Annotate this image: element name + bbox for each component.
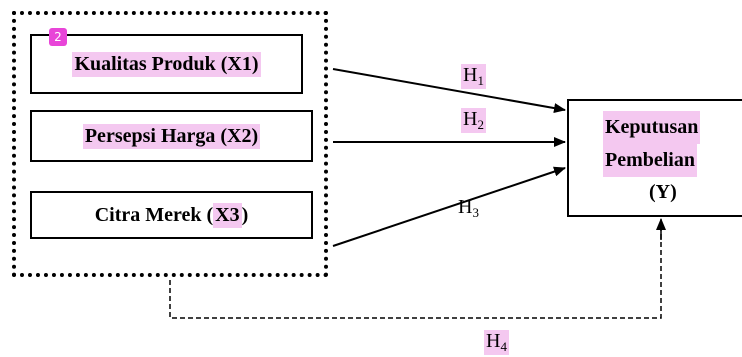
hypothesis-label-h2: H2 [461,108,486,133]
hypothesis-h3-base: H [458,196,473,218]
independent-variables-group [12,11,328,277]
hypothesis-h4-base: H [486,330,501,352]
hypothesis-label-h3: H3 [458,196,479,221]
variable-label-x3-prefix: Citra Merek ( [94,203,214,226]
hypothesis-h2-base: H [463,108,478,130]
arrow-h3 [332,166,566,247]
variable-box-x3: Citra Merek (X3) [30,191,313,239]
hypothesis-h4-sub: 4 [500,339,507,354]
hypothesis-h1-sub: 1 [477,73,484,88]
dependent-variable-box: Keputusan Pembelian (Y) [567,99,742,217]
variable-label-x3-suffix: ) [241,203,249,226]
variable-box-x2: Persepsi Harga (X2) [30,110,313,162]
hypothesis-h1-base: H [463,64,478,86]
hypothesis-label-h4: H4 [484,330,509,355]
dependent-label-line1: Keputusan [603,111,701,144]
variable-label-x1: Kualitas Produk (X1) [72,51,261,77]
dependent-label-line3: (Y) [649,181,677,203]
arrow-h1 [332,68,566,114]
annotation-badge: 2 [49,28,67,46]
hypothesis-h2-sub: 2 [477,117,484,132]
dependent-label-line2: Pembelian [603,144,697,177]
hypothesis-label-h1: H1 [461,64,486,89]
dashed-path-h4 [169,222,662,319]
variable-label-x2: Persepsi Harga (X2) [82,123,261,149]
variable-label-x3-code: X3 [213,202,242,228]
hypothesis-h3-sub: 3 [472,205,479,220]
variable-box-x1: Kualitas Produk (X1) [30,34,303,94]
